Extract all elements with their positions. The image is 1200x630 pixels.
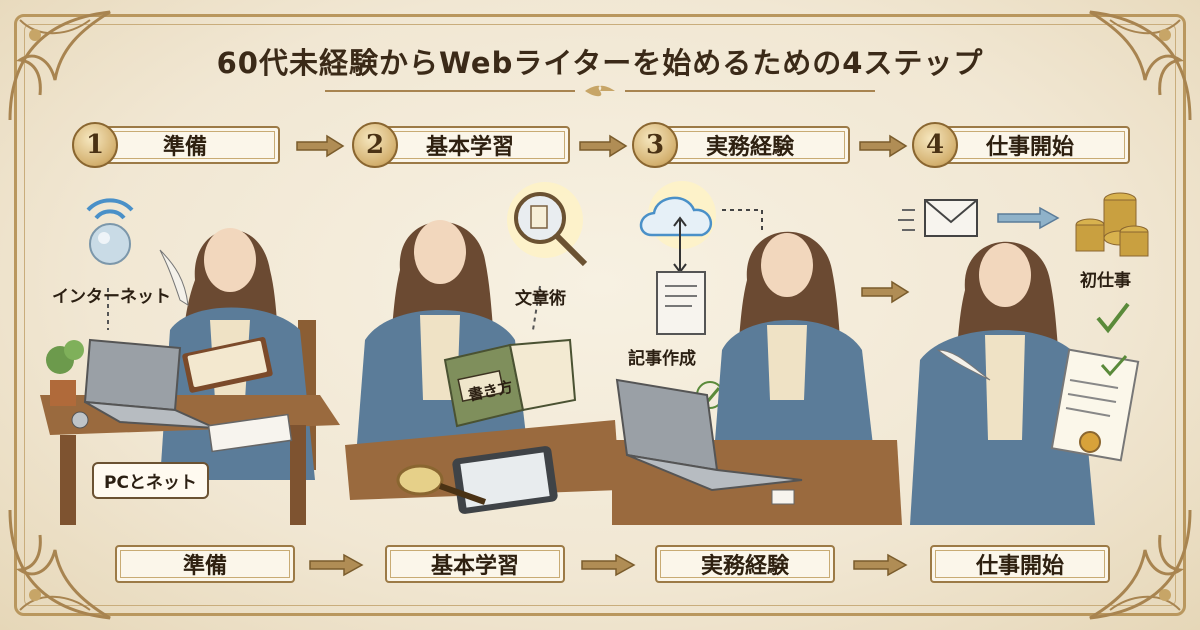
label-writing-skill: 文章術 (515, 289, 566, 309)
label-first-job: 初仕事 (1080, 271, 1131, 291)
arrow-right-icon (581, 553, 636, 577)
step-number-badge-1: 1 (72, 122, 118, 168)
step-banner-1: 準備 (90, 126, 280, 164)
corner-ornament-bottom-right (1089, 509, 1192, 620)
step-banner-2: 基本学習 (370, 126, 570, 164)
corner-ornament-top-right (1089, 10, 1192, 121)
cloud-icon (639, 196, 713, 237)
arrow-right-icon (309, 553, 364, 577)
page-title: 60代未経験からWebライターを始めるための4ステップ (216, 46, 984, 80)
bottom-step-label: 実務経験 (700, 554, 789, 579)
bottom-step-label: 準備 (182, 554, 227, 579)
corner-ornament-bottom-left (8, 509, 111, 620)
scene-start-work-illustration (898, 192, 1149, 525)
label-article-creation: 記事作成 (628, 349, 696, 369)
scene-practice-illustration (612, 181, 902, 525)
globe-icon (89, 223, 131, 265)
inner-border (24, 24, 1176, 606)
step-banner-label: 実務経験 (705, 135, 794, 160)
scene-preparation-illustration (40, 198, 340, 525)
arrow-right-icon (861, 280, 910, 304)
label-internet: インターネット (52, 287, 171, 307)
arrow-right-icon (579, 134, 628, 158)
document-icon (656, 271, 706, 335)
step-number-badge-2: 2 (352, 122, 398, 168)
bottom-step-banner-1: 準備 (115, 545, 295, 583)
bottom-step-banner-3: 実務経験 (655, 545, 835, 583)
envelope-icon (924, 199, 978, 237)
scene-study-illustration (345, 182, 620, 514)
step-banner-3: 実務経験 (650, 126, 850, 164)
wifi-icon (86, 198, 134, 220)
certificate-icon (1050, 348, 1140, 462)
step-banner-label: 準備 (162, 135, 207, 160)
coins-icon (1075, 192, 1149, 257)
corner-ornament-top-left (8, 10, 111, 121)
bottom-step-banner-2: 基本学習 (385, 545, 565, 583)
arrow-right-icon (853, 553, 908, 577)
step-number-badge-3: 3 (632, 122, 678, 168)
step-banner-4: 仕事開始 (930, 126, 1130, 164)
ornate-border (14, 14, 1186, 616)
bottom-step-label: 仕事開始 (975, 554, 1064, 579)
step-banner-label: 基本学習 (425, 135, 514, 160)
arrow-right-icon (296, 134, 345, 158)
bottom-step-banner-4: 仕事開始 (930, 545, 1110, 583)
arrow-right-icon (859, 134, 908, 158)
step-banner-label: 仕事開始 (985, 135, 1074, 160)
step-number-badge-4: 4 (912, 122, 958, 168)
bottom-step-label: 基本学習 (430, 554, 519, 579)
label-pc-and-net: PCとネット (92, 462, 209, 499)
title-divider (325, 85, 875, 97)
